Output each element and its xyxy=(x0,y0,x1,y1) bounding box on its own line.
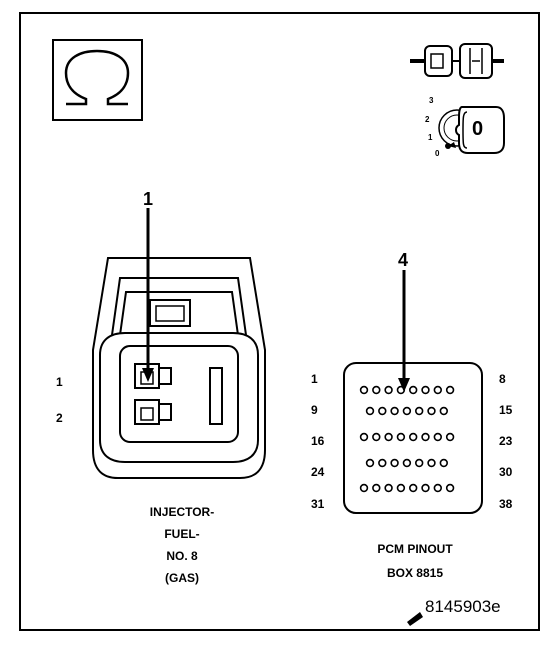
pcm-left-label-24: 24 xyxy=(311,465,325,479)
key-position-0: 0 xyxy=(435,149,440,158)
pcm-cavity xyxy=(421,483,430,493)
key-position-2: 2 xyxy=(425,115,430,124)
pcm-cavity xyxy=(402,458,412,468)
key-position-1: 1 xyxy=(428,133,433,142)
injector-pin-label-1: 1 xyxy=(56,375,63,389)
pcm-left-label-16: 16 xyxy=(311,434,325,448)
key-position-3: 3 xyxy=(429,96,434,105)
injector-connector xyxy=(92,257,266,479)
pcm-cavity-grid xyxy=(359,385,455,493)
pcm-cavity xyxy=(396,483,406,493)
injector-caption-line-1: INJECTOR- xyxy=(149,505,215,519)
pcm-cavity xyxy=(433,432,442,442)
figure-id-mark-icon xyxy=(407,612,423,626)
pcm-cavity xyxy=(372,385,381,395)
pcm-cavity xyxy=(396,432,406,442)
pcm-cavity xyxy=(372,483,381,493)
callout-label-4: 4 xyxy=(398,250,409,270)
pcm-cavity xyxy=(427,458,436,468)
pcm-cavity xyxy=(359,385,369,395)
pcm-cavity xyxy=(359,432,369,442)
pcm-cavity xyxy=(415,406,424,416)
pcm-cavity xyxy=(390,406,399,416)
pcm-cavity xyxy=(372,432,381,442)
pcm-left-label-9: 9 xyxy=(311,403,318,417)
pcm-cavity xyxy=(384,432,393,442)
injector-pin-label-2: 2 xyxy=(56,411,63,425)
pcm-caption-line-1: PCM PINOUT xyxy=(377,542,453,556)
pcm-cavity xyxy=(421,432,430,442)
pcm-left-label-31: 31 xyxy=(311,497,325,511)
callout-arrow-4 xyxy=(398,270,410,392)
callout-arrow-1 xyxy=(142,208,154,382)
pcm-right-label-15: 15 xyxy=(499,403,513,417)
ohm-symbol-icon xyxy=(52,39,143,121)
pcm-cavity xyxy=(359,483,369,493)
pcm-cavity xyxy=(378,458,387,468)
pcm-cavity xyxy=(445,483,455,493)
pcm-cavity xyxy=(415,458,424,468)
figure-frame xyxy=(19,12,540,631)
pcm-cavity xyxy=(439,458,448,468)
pcm-left-label-1: 1 xyxy=(311,372,318,386)
injector-caption-line-4: (GAS) xyxy=(165,571,199,585)
pcm-right-label-23: 23 xyxy=(499,434,513,448)
connector-symbol-icon xyxy=(410,43,504,79)
pcm-cavity xyxy=(445,432,455,442)
pcm-cavity xyxy=(409,432,418,442)
pcm-connector xyxy=(343,362,483,514)
pcm-right-label-38: 38 xyxy=(499,497,513,511)
pcm-right-label-8: 8 xyxy=(499,372,506,386)
pcm-caption-line-2: BOX 8815 xyxy=(386,566,444,580)
callout-label-1: 1 xyxy=(143,189,154,209)
pcm-cavity xyxy=(433,385,442,395)
ignition-key-icon xyxy=(438,106,505,154)
pcm-cavity xyxy=(384,483,393,493)
pcm-cavity xyxy=(439,406,448,416)
pcm-cavity xyxy=(378,406,387,416)
pcm-cavity xyxy=(365,406,375,416)
pcm-cavity xyxy=(445,385,455,395)
pcm-cavity xyxy=(402,406,412,416)
figure-id: 8145903e xyxy=(425,597,501,616)
key-position-label: 0 xyxy=(472,118,484,140)
injector-caption-line-3: NO. 8 xyxy=(166,549,198,563)
injector-caption-line-2: FUEL- xyxy=(164,527,200,541)
pcm-cavity xyxy=(427,406,436,416)
pcm-cavity xyxy=(390,458,399,468)
pcm-cavity xyxy=(433,483,442,493)
pcm-cavity xyxy=(409,483,418,493)
pcm-cavity xyxy=(365,458,375,468)
pcm-right-label-30: 30 xyxy=(499,465,513,479)
pcm-cavity xyxy=(384,385,393,395)
pcm-cavity xyxy=(421,385,430,395)
pcm-cavity xyxy=(409,385,418,395)
